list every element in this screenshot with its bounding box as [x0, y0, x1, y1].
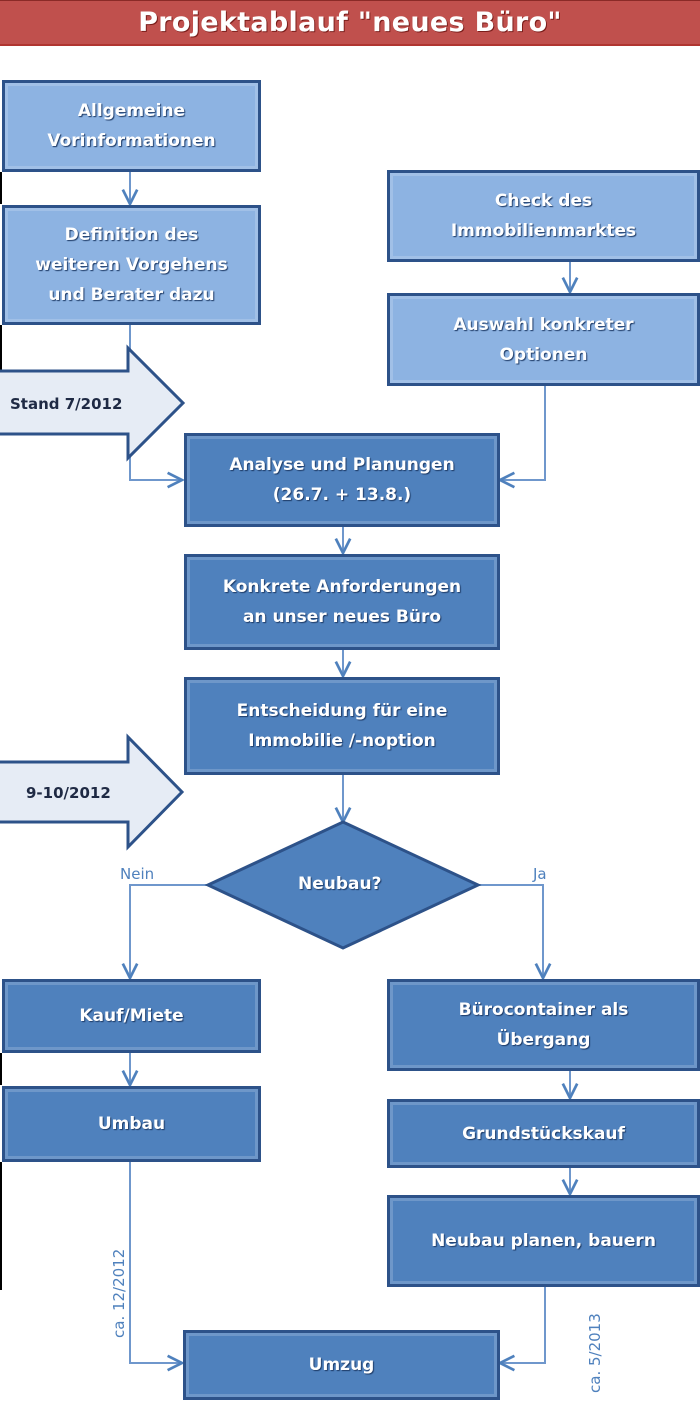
connector-decision-nein [130, 884, 208, 978]
connector-umbau-umzug [129, 1162, 182, 1363]
step-vorinformationen[interactable]: Allgemeine Vorinformationen [2, 80, 261, 172]
step-umbau[interactable]: Umbau [2, 1086, 261, 1162]
step-entscheidung-immobilie[interactable]: Entscheidung für eine Immobilie /-noptio… [184, 677, 500, 775]
step-definition-vorgehen[interactable]: Definition des weiteren Vorgehens und Be… [2, 205, 261, 325]
step-grundstueckskauf[interactable]: Grundstückskauf [387, 1099, 700, 1168]
milestone-label-stand: Stand 7/2012 [10, 395, 123, 413]
decision-yes-label: Ja [533, 865, 547, 883]
milestone-label-decision: 9-10/2012 [26, 784, 111, 802]
step-kauf-miete[interactable]: Kauf/Miete [2, 979, 261, 1053]
step-auswahl-optionen[interactable]: Auswahl konkreter Optionen [387, 293, 700, 386]
page-title: Projektablauf "neues Büro" [138, 7, 562, 38]
step-umzug[interactable]: Umzug [183, 1330, 500, 1400]
connector-auswahl-analyse [500, 386, 546, 480]
decision-label: Neubau? [298, 874, 382, 894]
step-konkrete-anforderungen[interactable]: Konkrete Anforderungen an unser neues Bü… [184, 554, 500, 650]
step-check-immobilienmarkt[interactable]: Check des Immobilienmarktes [387, 170, 700, 262]
connector-neubau-umzug [500, 1287, 546, 1363]
decision-no-label: Nein [120, 865, 155, 883]
decision-diamond[interactable] [204, 820, 482, 950]
timing-label-right: ca. 5/2013 [586, 1313, 604, 1393]
milestone-arrow-decision [0, 733, 185, 851]
step-neubau-planen[interactable]: Neubau planen, bauern [387, 1195, 700, 1287]
connector-decision-ja [478, 884, 543, 978]
title-bar: Projektablauf "neues Büro" [0, 0, 700, 46]
timing-label-left: ca. 12/2012 [110, 1248, 128, 1338]
step-buerocontainer[interactable]: Bürocontainer als Übergang [387, 979, 700, 1071]
step-analyse-planungen[interactable]: Analyse und Planungen (26.7. + 13.8.) [184, 433, 500, 527]
milestone-arrow-stand [0, 344, 186, 462]
